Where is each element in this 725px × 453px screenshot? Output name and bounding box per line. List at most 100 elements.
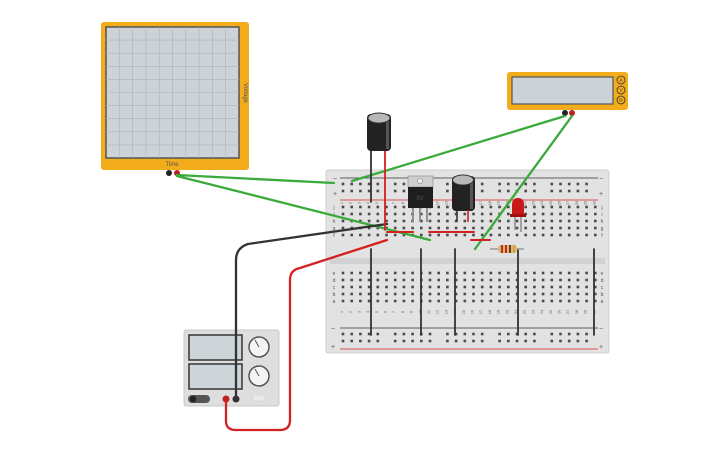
breadboard-hole[interactable] [524, 285, 527, 289]
breadboard-hole[interactable] [463, 278, 467, 282]
breadboard-hole[interactable] [446, 212, 449, 216]
breadboard-hole[interactable] [576, 219, 580, 223]
breadboard-hole[interactable] [393, 233, 397, 237]
breadboard-hole[interactable] [541, 299, 545, 303]
breadboard-hole[interactable] [393, 278, 397, 282]
breadboard-hole[interactable] [411, 292, 414, 296]
breadboard-hole[interactable] [559, 233, 562, 237]
breadboard-hole[interactable] [585, 233, 588, 237]
breadboard-hole[interactable] [567, 292, 571, 296]
power-supply[interactable]: on [183, 329, 280, 407]
breadboard-hole[interactable] [420, 212, 423, 216]
breadboard-hole[interactable] [402, 278, 406, 282]
breadboard-hole[interactable] [480, 292, 484, 296]
breadboard-hole[interactable] [393, 212, 397, 216]
breadboard-hole[interactable] [567, 219, 571, 223]
breadboard-hole[interactable] [489, 292, 493, 296]
breadboard-hole[interactable] [454, 219, 458, 223]
breadboard-hole[interactable] [541, 212, 545, 216]
breadboard-hole[interactable] [515, 219, 519, 223]
breadboard-hole[interactable] [550, 332, 554, 336]
breadboard-hole[interactable] [524, 189, 527, 193]
breadboard-hole[interactable] [359, 182, 362, 186]
breadboard-hole[interactable] [507, 278, 510, 282]
breadboard-hole[interactable] [576, 205, 580, 209]
breadboard-hole[interactable] [559, 182, 562, 186]
breadboard-hole[interactable] [411, 226, 414, 230]
breadboard-hole[interactable] [393, 339, 397, 343]
breadboard-hole[interactable] [437, 219, 440, 223]
breadboard-hole[interactable] [341, 189, 345, 193]
breadboard-hole[interactable] [567, 271, 571, 275]
breadboard-hole[interactable] [428, 278, 432, 282]
breadboard-hole[interactable] [385, 233, 388, 237]
breadboard-hole[interactable] [359, 332, 362, 336]
breadboard-hole[interactable] [541, 233, 545, 237]
breadboard-hole[interactable] [446, 278, 449, 282]
breadboard-hole[interactable] [567, 233, 571, 237]
voltage-regulator[interactable]: 5V [407, 175, 434, 222]
breadboard-hole[interactable] [385, 278, 388, 282]
breadboard-hole[interactable] [393, 205, 397, 209]
breadboard-hole[interactable] [585, 212, 588, 216]
breadboard-hole[interactable] [411, 332, 414, 336]
breadboard-hole[interactable] [350, 271, 353, 275]
breadboard-hole[interactable] [463, 226, 467, 230]
breadboard-hole[interactable] [376, 226, 380, 230]
breadboard-hole[interactable] [350, 285, 353, 289]
breadboard-hole[interactable] [393, 219, 397, 223]
breadboard-hole[interactable] [463, 212, 467, 216]
breadboard-hole[interactable] [472, 292, 475, 296]
breadboard-hole[interactable] [541, 292, 545, 296]
breadboard-hole[interactable] [350, 189, 353, 193]
breadboard-hole[interactable] [507, 182, 510, 186]
breadboard-hole[interactable] [393, 182, 397, 186]
breadboard-hole[interactable] [576, 332, 580, 336]
breadboard-hole[interactable] [385, 219, 388, 223]
breadboard-hole[interactable] [498, 332, 501, 336]
breadboard-hole[interactable] [454, 339, 458, 343]
breadboard-hole[interactable] [463, 271, 467, 275]
breadboard-hole[interactable] [515, 182, 519, 186]
breadboard-hole[interactable] [541, 278, 545, 282]
breadboard-hole[interactable] [463, 219, 467, 223]
breadboard-hole[interactable] [533, 212, 536, 216]
breadboard-hole[interactable] [498, 205, 501, 209]
breadboard-hole[interactable] [533, 332, 536, 336]
breadboard-hole[interactable] [524, 299, 527, 303]
breadboard-hole[interactable] [585, 299, 588, 303]
breadboard-hole[interactable] [533, 299, 536, 303]
breadboard-hole[interactable] [411, 299, 414, 303]
breadboard-hole[interactable] [533, 219, 536, 223]
breadboard-hole[interactable] [594, 212, 597, 216]
breadboard-hole[interactable] [567, 278, 571, 282]
breadboard-hole[interactable] [594, 219, 597, 223]
breadboard-hole[interactable] [567, 226, 571, 230]
breadboard-hole[interactable] [350, 182, 353, 186]
breadboard-hole[interactable] [350, 278, 353, 282]
breadboard-hole[interactable] [376, 271, 380, 275]
breadboard-hole[interactable] [498, 219, 501, 223]
breadboard-hole[interactable] [480, 205, 484, 209]
breadboard-hole[interactable] [402, 292, 406, 296]
breadboard-hole[interactable] [489, 271, 493, 275]
breadboard-hole[interactable] [594, 278, 597, 282]
breadboard-hole[interactable] [350, 332, 353, 336]
breadboard-hole[interactable] [393, 226, 397, 230]
breadboard-hole[interactable] [341, 299, 345, 303]
breadboard-hole[interactable] [585, 285, 588, 289]
breadboard-hole[interactable] [567, 332, 571, 336]
breadboard-hole[interactable] [576, 226, 580, 230]
breadboard-hole[interactable] [376, 233, 380, 237]
breadboard-hole[interactable] [524, 182, 527, 186]
breadboard-hole[interactable] [533, 339, 536, 343]
wire-multimeter-positive[interactable] [473, 114, 574, 251]
breadboard-hole[interactable] [367, 292, 371, 296]
breadboard-hole[interactable] [507, 233, 510, 237]
breadboard-hole[interactable] [359, 292, 362, 296]
breadboard-hole[interactable] [367, 205, 371, 209]
breadboard-hole[interactable] [498, 292, 501, 296]
breadboard-hole[interactable] [472, 339, 475, 343]
breadboard-hole[interactable] [585, 292, 588, 296]
breadboard-hole[interactable] [498, 182, 501, 186]
